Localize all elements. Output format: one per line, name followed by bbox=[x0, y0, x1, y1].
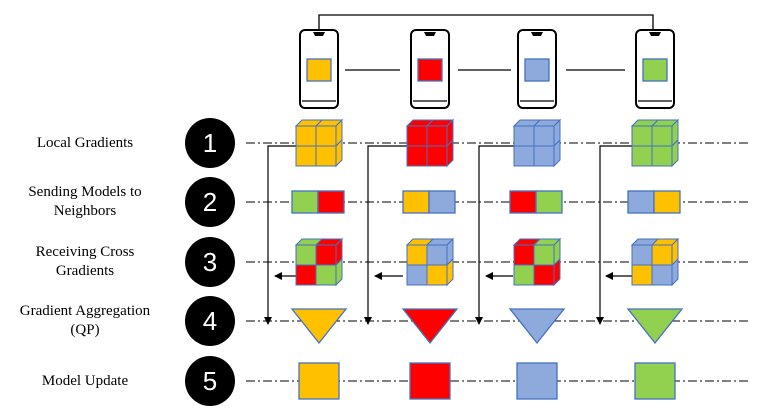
phone-notch bbox=[649, 32, 661, 36]
gradient-flow-arrow bbox=[364, 145, 410, 325]
updated-model-square bbox=[409, 362, 451, 400]
local-gradient-cube bbox=[630, 118, 680, 168]
neighbor-model-pair bbox=[402, 190, 456, 214]
phone-model-square bbox=[524, 58, 550, 82]
step-number: 5 bbox=[203, 366, 217, 396]
aggregation-triangle bbox=[401, 308, 459, 345]
gradient-flow-arrow bbox=[264, 145, 299, 325]
phone-model-square bbox=[642, 58, 668, 82]
step-4-label: Gradient Aggregation (QP) bbox=[0, 302, 170, 340]
cross-gradient-cube bbox=[630, 237, 680, 287]
phone-notch bbox=[531, 32, 543, 36]
phone-1 bbox=[299, 29, 339, 109]
updated-model-square bbox=[634, 362, 676, 400]
aggregation-triangle bbox=[290, 308, 348, 345]
local-gradient-cube bbox=[512, 118, 562, 168]
gradient-flow-arrow bbox=[475, 145, 517, 325]
step-1-label: Local Gradients bbox=[0, 134, 170, 153]
step-label-line: Model Update bbox=[41, 372, 129, 389]
step-label-line: Gradients bbox=[55, 263, 115, 279]
phone-model-square bbox=[306, 58, 332, 82]
neighbor-model-pair bbox=[627, 190, 681, 214]
gradient-flow-arrow bbox=[596, 145, 635, 325]
step-number: 3 bbox=[203, 247, 217, 277]
step-3-badge: 3 bbox=[185, 237, 235, 287]
phone-notch bbox=[313, 32, 325, 36]
step-label-line: Gradient Aggregation bbox=[19, 303, 151, 319]
phone-notch bbox=[424, 32, 436, 36]
neighbor-model-pair bbox=[291, 190, 345, 214]
aggregation-triangle bbox=[626, 308, 684, 345]
step-5-label: Model Update bbox=[0, 372, 170, 391]
step-number: 1 bbox=[203, 128, 217, 158]
step-5-badge: 5 bbox=[185, 356, 235, 406]
step-label-line: Receiving Cross bbox=[35, 244, 135, 260]
aggregation-triangle bbox=[508, 308, 566, 345]
step-number: 2 bbox=[203, 187, 217, 217]
neighbor-model-pair bbox=[509, 190, 563, 214]
phone-2 bbox=[410, 29, 450, 109]
step-number: 4 bbox=[203, 306, 217, 336]
phone-model-square bbox=[417, 58, 443, 82]
phone-4 bbox=[635, 29, 675, 109]
step-2-badge: 2 bbox=[185, 177, 235, 227]
ring-connector bbox=[318, 14, 654, 32]
local-gradient-cube bbox=[294, 118, 344, 168]
cross-gradient-cube bbox=[405, 237, 455, 287]
phone-3 bbox=[517, 29, 557, 109]
step-2-label: Sending Models to Neighbors bbox=[0, 183, 170, 221]
updated-model-square bbox=[516, 362, 558, 400]
step-label-line: Local Gradients bbox=[36, 134, 134, 151]
updated-model-square bbox=[298, 362, 340, 400]
cross-gradient-cube bbox=[294, 237, 344, 287]
step-label-line: Neighbors bbox=[53, 203, 117, 219]
step-label-line: (QP) bbox=[70, 322, 100, 338]
step-label-line: Sending Models to bbox=[28, 184, 142, 200]
cross-gradient-cube bbox=[512, 237, 562, 287]
local-gradient-cube bbox=[405, 118, 455, 168]
step-1-badge: 1 bbox=[185, 118, 235, 168]
step-4-badge: 4 bbox=[185, 296, 235, 346]
